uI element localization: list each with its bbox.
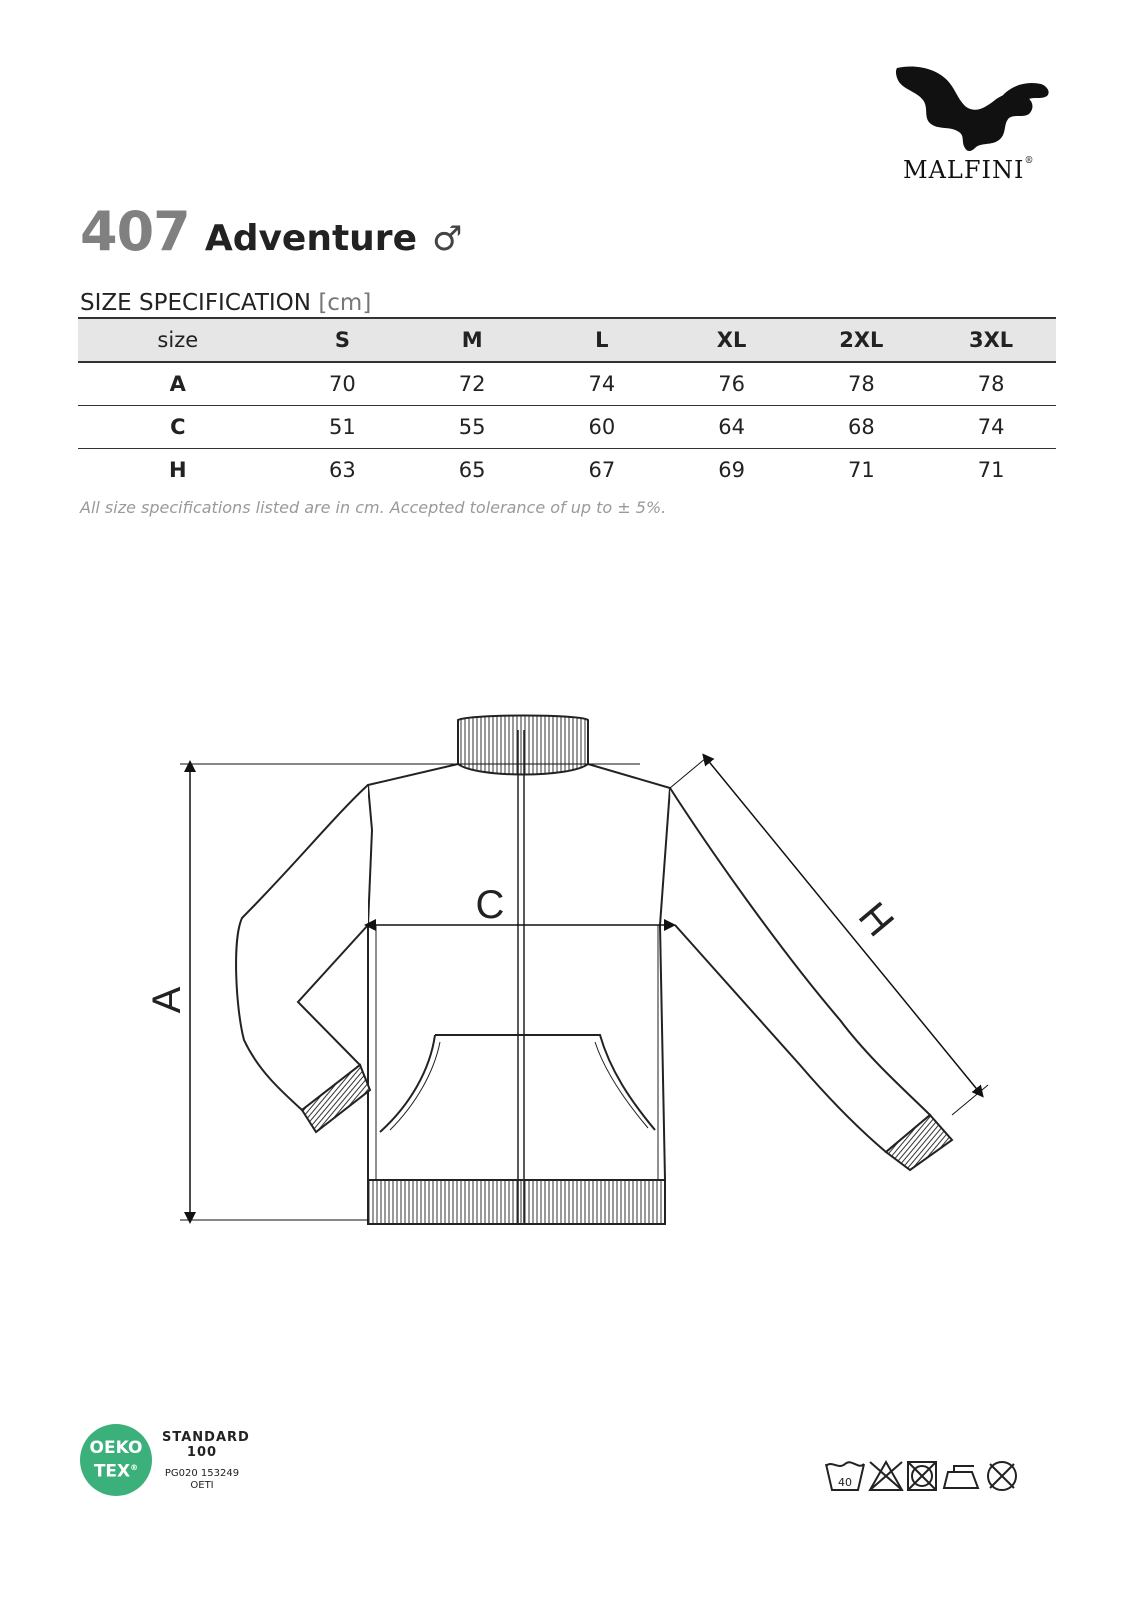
header-cell: size bbox=[78, 317, 278, 363]
oeko-code: PG020 153249 OETI bbox=[162, 1468, 242, 1492]
product-code: 407 bbox=[80, 200, 191, 263]
measure-label-h: H bbox=[850, 894, 902, 944]
header-cell: 3XL bbox=[926, 317, 1056, 363]
table-cell: 67 bbox=[588, 458, 616, 482]
oeko-tex-certificate: OEKO TEX® STANDARD 100 PG020 153249 OETI bbox=[80, 1424, 320, 1514]
table-cell: 65 bbox=[458, 458, 486, 482]
oeko-badge-line2: TEX bbox=[93, 1461, 131, 1482]
table-cell: 78 bbox=[926, 362, 1056, 406]
oeko-code-line2: OETI bbox=[190, 1480, 214, 1491]
table-cell: 74 bbox=[926, 405, 1056, 449]
oeko-standard-line2: 100 bbox=[186, 1445, 218, 1460]
header-cell: S bbox=[277, 317, 408, 363]
jacket-measurement-diagram: A C H bbox=[145, 714, 989, 1225]
oeko-tex-badge: OEKO TEX® bbox=[80, 1424, 152, 1496]
table-cell: 69 bbox=[718, 458, 745, 482]
measure-label-c: C bbox=[476, 883, 505, 927]
measure-label-a: A bbox=[145, 986, 189, 1013]
table-row: A 70 72 74 76 78 78 bbox=[78, 362, 1056, 406]
wash-temp: 40 bbox=[838, 1476, 852, 1489]
no-dry-clean-icon bbox=[987, 1461, 1017, 1491]
table-header-row: size S M L XL 2XL 3XL bbox=[78, 317, 1056, 363]
table-row: H 63 65 67 69 71 71 bbox=[78, 449, 1056, 492]
oeko-badge-reg: ® bbox=[130, 1463, 139, 1472]
wash-40-icon: 40 bbox=[825, 1461, 865, 1491]
tolerance-note: All size specifications listed are in cm… bbox=[80, 498, 667, 517]
table-cell: 74 bbox=[537, 362, 667, 406]
table-cell: 78 bbox=[796, 362, 927, 406]
row-label: A bbox=[78, 362, 278, 406]
spec-heading-text: SIZE SPECIFICATION bbox=[80, 290, 311, 316]
table-cell: 63 bbox=[329, 458, 356, 482]
header-cell: XL bbox=[666, 317, 797, 363]
oeko-standard: STANDARD 100 bbox=[162, 1430, 250, 1460]
table-cell: 72 bbox=[407, 362, 537, 406]
oeko-code-line1: PG020 153249 bbox=[164, 1468, 240, 1479]
oeko-standard-line1: STANDARD bbox=[162, 1430, 250, 1445]
table-cell: 71 bbox=[977, 458, 1005, 482]
size-table: size S M L XL 2XL 3XL A 70 72 74 76 78 7… bbox=[78, 317, 1056, 491]
care-symbols: 40 bbox=[825, 1459, 1017, 1491]
table-cell: 68 bbox=[796, 405, 927, 449]
measurement-lines bbox=[180, 753, 989, 1224]
table-row: C 51 55 60 64 68 74 bbox=[78, 405, 1056, 449]
eagle-logo-icon bbox=[895, 66, 1049, 151]
no-tumble-dry-icon bbox=[907, 1461, 937, 1491]
table-cell: 60 bbox=[537, 405, 667, 449]
product-title: 407 Adventure ♂ bbox=[80, 200, 463, 263]
table-cell: 70 bbox=[277, 362, 408, 406]
table-cell: 64 bbox=[666, 405, 797, 449]
iron-icon bbox=[942, 1465, 980, 1489]
row-label: C bbox=[78, 405, 278, 449]
male-icon: ♂ bbox=[432, 219, 463, 259]
row-label: H bbox=[168, 458, 187, 482]
product-name: Adventure bbox=[204, 218, 417, 259]
brand-logo: MALFINI® bbox=[895, 62, 1065, 184]
oeko-badge-line1: OEKO bbox=[89, 1438, 143, 1458]
no-bleach-icon bbox=[868, 1459, 904, 1491]
header-cell: L bbox=[537, 317, 667, 363]
table-cell: 55 bbox=[407, 405, 537, 449]
brand-wordmark: MALFINI® bbox=[903, 156, 1035, 184]
header-cell: M bbox=[407, 317, 537, 363]
table-cell: 76 bbox=[666, 362, 797, 406]
spec-heading: SIZE SPECIFICATION [cm] bbox=[80, 290, 371, 316]
header-cell: 2XL bbox=[796, 317, 927, 363]
table-cell: 51 bbox=[277, 405, 408, 449]
jacket-outline bbox=[235, 714, 954, 1225]
spec-unit: [cm] bbox=[318, 290, 372, 316]
table-cell: 71 bbox=[847, 458, 875, 482]
